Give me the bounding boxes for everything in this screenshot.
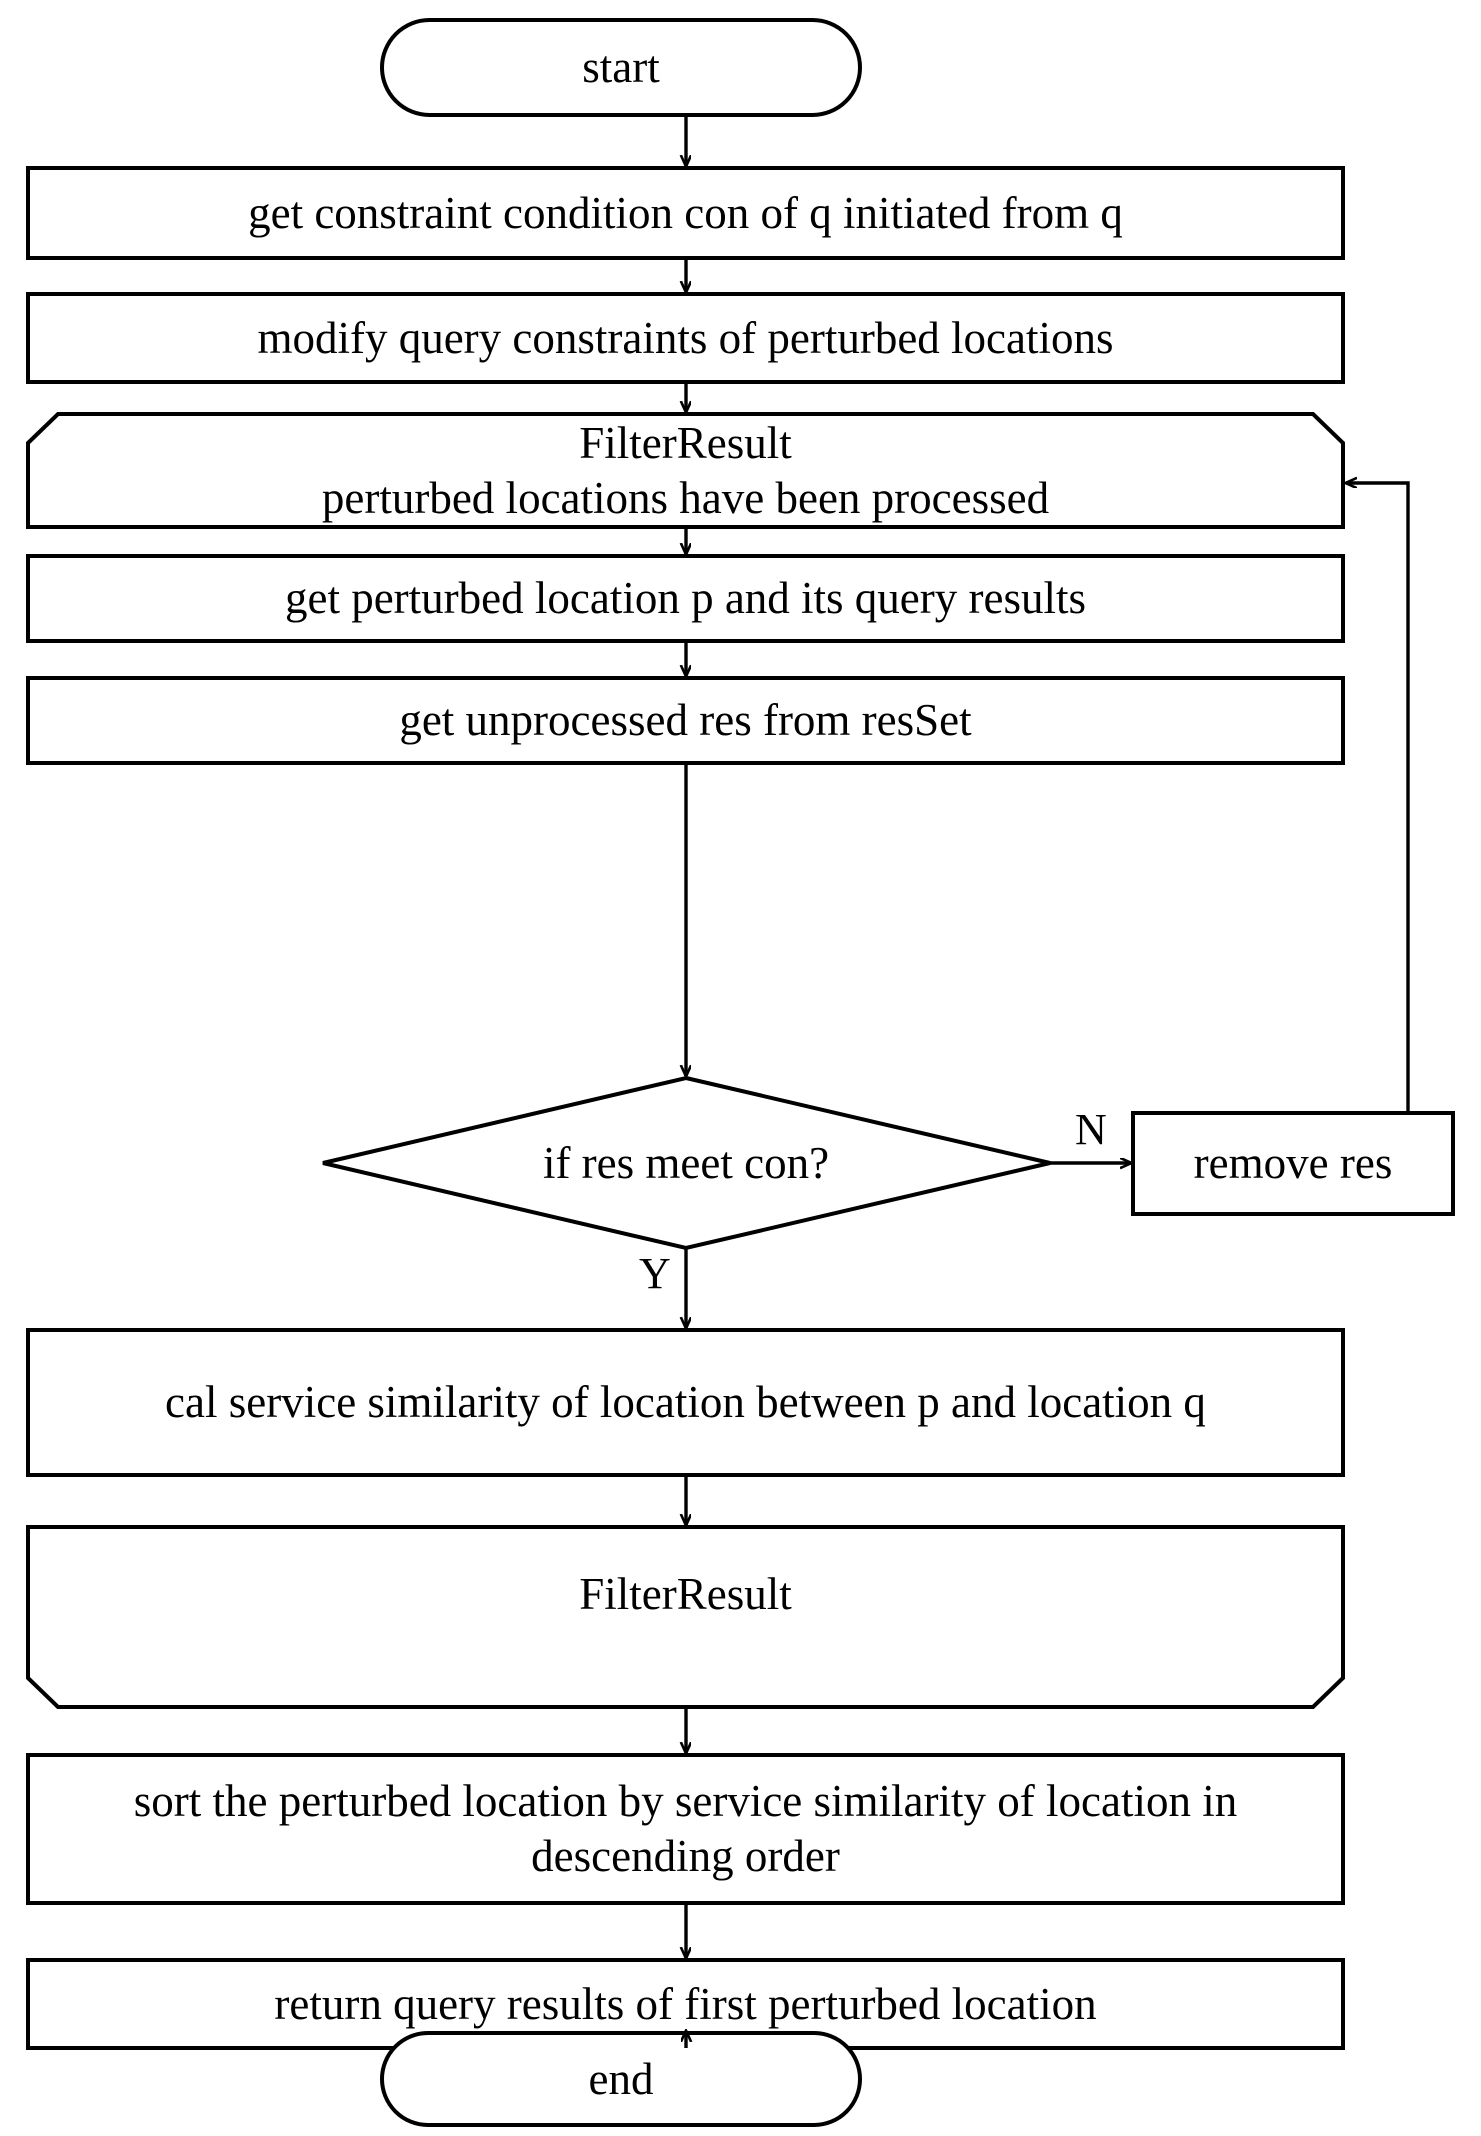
edge-label-no: N (1075, 1105, 1107, 1154)
edge-remove-res-to-loop-start-feedback (1346, 483, 1410, 1113)
node-shape-start (380, 18, 862, 117)
node-shape-get-perturbed-location (26, 554, 1345, 643)
edge-label-yes: Y (639, 1249, 671, 1298)
node-shape-modify-constraints (26, 292, 1345, 384)
node-shape-loop-start (26, 412, 1345, 529)
node-shape-end (380, 2031, 862, 2127)
node-shape-decision-res-meet-con (322, 1075, 1051, 1251)
node-shape-remove-res (1131, 1111, 1455, 1216)
node-shape-cal-service-similarity (26, 1328, 1345, 1477)
node-shape-get-constraint (26, 166, 1345, 260)
node-shape-get-unprocessed-res (26, 676, 1345, 765)
node-shape-loop-end (26, 1525, 1345, 1709)
node-shape-sort-perturbed-location (26, 1753, 1345, 1905)
